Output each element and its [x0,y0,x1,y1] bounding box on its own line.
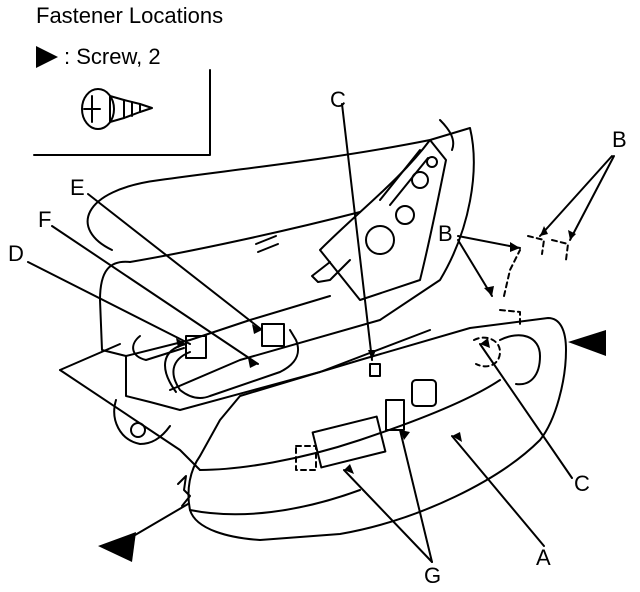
callout-b-mid: B [438,221,453,246]
leader-c-top [341,103,373,361]
leader-g-right [399,429,433,563]
legend-box [33,69,211,156]
cover-notch [177,475,191,507]
screw-icon [81,88,153,130]
connector-d [185,335,207,359]
recliner-switch [311,415,387,469]
screw-arrow-bottom [98,532,136,562]
connector-e [261,323,285,347]
callout-d: D [8,241,24,266]
screw-legend: : Screw, 2 [36,44,161,70]
callout-c-top: C [330,87,346,112]
callout-b-top: B [612,127,627,152]
page-title: Fastener Locations [36,3,224,28]
leader-b-top [539,155,615,241]
screw-legend-label: : Screw, 2 [64,44,161,69]
leader-e [87,193,263,331]
callout-c-bottom: C [574,471,590,496]
leader-g-left [343,469,433,563]
section-line [59,369,201,471]
screw-arrow-right [568,330,606,356]
callout-g: G [424,563,442,588]
leader-a [451,435,545,547]
leader-d [27,261,191,345]
wire-harness [172,329,299,399]
seat-cushion-outline [86,127,475,391]
slide-switch [385,399,405,431]
hidden-clips [295,235,569,471]
callout-a: A [536,545,551,570]
screw-triangle-icon [36,46,58,68]
callout-e: E [70,175,85,200]
callout-f: F [38,207,52,232]
side-cover-outline [187,317,567,541]
leader-c-bottom [479,343,573,479]
leader-b-mid [457,235,521,297]
recliner-mechanism [311,119,455,301]
screw-leader-bottom [129,503,189,539]
leader-f [51,225,259,365]
